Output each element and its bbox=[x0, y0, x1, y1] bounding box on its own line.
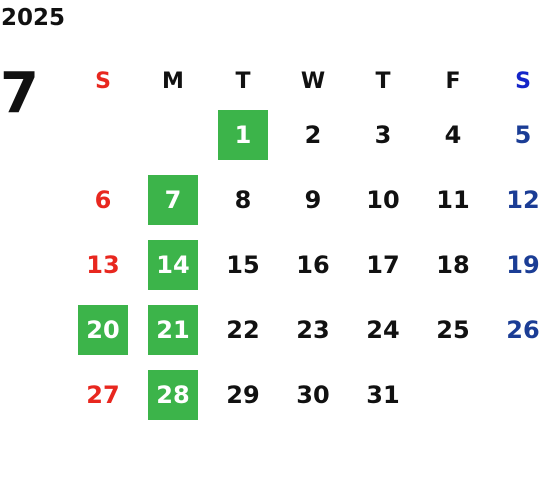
calendar-day[interactable]: 23 bbox=[296, 315, 330, 344]
calendar-cell: 24 bbox=[348, 297, 418, 362]
calendar-day-highlighted[interactable]: 14 bbox=[148, 239, 198, 290]
calendar-day[interactable]: 8 bbox=[234, 185, 252, 214]
calendar-cell: 29 bbox=[208, 362, 278, 427]
calendar-day[interactable]: 16 bbox=[296, 250, 330, 279]
calendar-cell bbox=[418, 362, 488, 427]
calendar-cell: 2 bbox=[278, 102, 348, 167]
calendar-cell: 6 bbox=[68, 167, 138, 232]
calendar-day[interactable]: 10 bbox=[366, 185, 400, 214]
calendar-cell: 11 bbox=[418, 167, 488, 232]
calendar-day[interactable]: 11 bbox=[436, 185, 470, 214]
calendar-cell: 30 bbox=[278, 362, 348, 427]
weekday-header-thursday: T bbox=[375, 68, 391, 94]
month-number: 7 bbox=[0, 61, 39, 126]
calendar-day-highlighted[interactable]: 28 bbox=[148, 369, 198, 420]
calendar-day-highlighted[interactable]: 1 bbox=[218, 109, 268, 160]
weekday-header-monday: M bbox=[162, 68, 184, 94]
calendar-day[interactable]: 18 bbox=[436, 250, 470, 279]
calendar-day[interactable]: 27 bbox=[86, 380, 120, 409]
calendar-cell: 23 bbox=[278, 297, 348, 362]
calendar-day[interactable]: 31 bbox=[366, 380, 400, 409]
calendar-cell: 8 bbox=[208, 167, 278, 232]
calendar-day[interactable]: 25 bbox=[436, 315, 470, 344]
calendar-day[interactable]: 24 bbox=[366, 315, 400, 344]
weekday-header-wednesday: W bbox=[300, 68, 326, 94]
calendar-day-highlighted[interactable]: 21 bbox=[148, 304, 198, 355]
calendar-day[interactable]: 2 bbox=[304, 120, 322, 149]
calendar-day[interactable]: 15 bbox=[226, 250, 260, 279]
calendar-cell: 21 bbox=[138, 297, 208, 362]
calendar-day[interactable]: 22 bbox=[226, 315, 260, 344]
calendar-cell: 26 bbox=[488, 297, 548, 362]
calendar-day[interactable]: 26 bbox=[506, 315, 540, 344]
calendar-day[interactable]: 29 bbox=[226, 380, 260, 409]
calendar-cell: 12 bbox=[488, 167, 548, 232]
calendar-cell: 19 bbox=[488, 232, 548, 297]
calendar-day[interactable]: 19 bbox=[506, 250, 540, 279]
calendar-cell: 22 bbox=[208, 297, 278, 362]
calendar-day[interactable]: 30 bbox=[296, 380, 330, 409]
calendar-day[interactable]: 17 bbox=[366, 250, 400, 279]
calendar-cell: 18 bbox=[418, 232, 488, 297]
year-label: 2025 bbox=[1, 5, 66, 31]
calendar-day[interactable]: 4 bbox=[444, 120, 462, 149]
calendar-day[interactable]: 13 bbox=[86, 250, 120, 279]
calendar-cell: 1 bbox=[208, 102, 278, 167]
calendar-cell: 15 bbox=[208, 232, 278, 297]
calendar-cell: 9 bbox=[278, 167, 348, 232]
calendar-cell: 27 bbox=[68, 362, 138, 427]
calendar-day[interactable]: 12 bbox=[506, 185, 540, 214]
calendar-cell bbox=[68, 102, 138, 167]
calendar-day[interactable]: 3 bbox=[374, 120, 392, 149]
calendar-day[interactable]: 9 bbox=[304, 185, 322, 214]
calendar-day[interactable]: 5 bbox=[514, 120, 532, 149]
calendar-cell: 5 bbox=[488, 102, 548, 167]
weekday-header-tuesday: T bbox=[235, 68, 251, 94]
calendar-cell: 13 bbox=[68, 232, 138, 297]
weekday-header-saturday: S bbox=[515, 68, 531, 94]
calendar-cell: 17 bbox=[348, 232, 418, 297]
calendar-cell: 4 bbox=[418, 102, 488, 167]
calendar-cell bbox=[488, 362, 548, 427]
calendar-cell: 16 bbox=[278, 232, 348, 297]
calendar-cell: 14 bbox=[138, 232, 208, 297]
calendar-day-highlighted[interactable]: 20 bbox=[78, 304, 128, 355]
calendar-day-highlighted[interactable]: 7 bbox=[148, 174, 198, 225]
calendar-cell: 20 bbox=[68, 297, 138, 362]
weekday-header-sunday: S bbox=[95, 68, 111, 94]
calendar-cell: 3 bbox=[348, 102, 418, 167]
calendar-day[interactable]: 6 bbox=[94, 185, 112, 214]
weekday-header-friday: F bbox=[445, 68, 461, 94]
calendar-cell: 31 bbox=[348, 362, 418, 427]
calendar-cell bbox=[138, 102, 208, 167]
calendar-cell: 10 bbox=[348, 167, 418, 232]
calendar-cell: 7 bbox=[138, 167, 208, 232]
calendar-cell: 25 bbox=[418, 297, 488, 362]
calendar-cell: 28 bbox=[138, 362, 208, 427]
